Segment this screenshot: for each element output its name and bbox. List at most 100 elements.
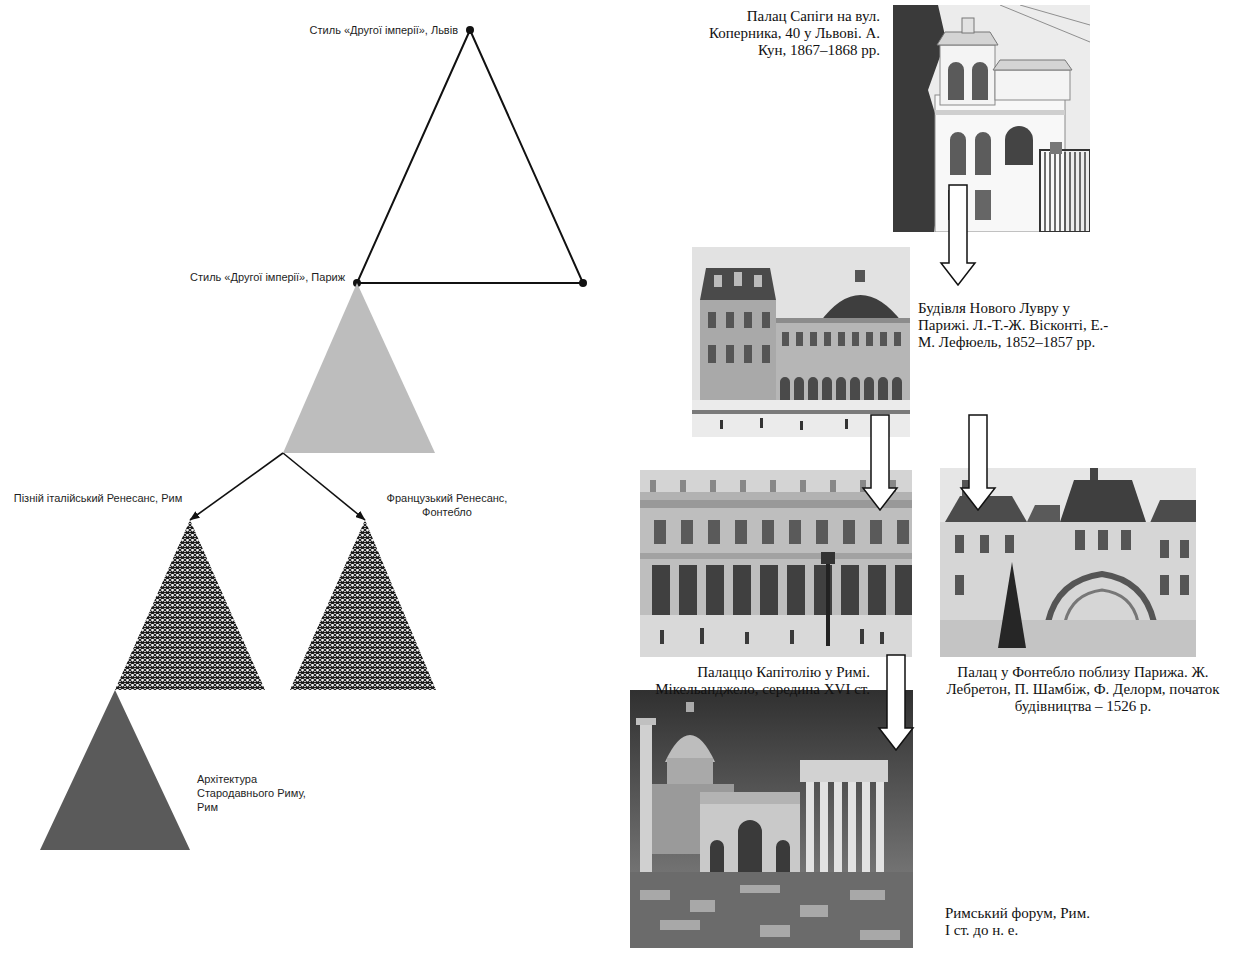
fontainebleau-photo <box>998 562 1026 648</box>
roman-forum-photo <box>700 792 800 804</box>
photo-frame: Палаццо Капітолію у Римі. Мікельанджело,… <box>640 470 912 657</box>
vertex-dot <box>466 26 474 34</box>
louvre-photo <box>855 270 865 282</box>
arrow-line <box>283 453 365 520</box>
sapieha-palace-photo <box>995 70 1070 100</box>
louvre-photo <box>708 312 770 363</box>
louvre-photo <box>780 377 902 400</box>
capitol-photo <box>652 565 912 615</box>
triangle-outline <box>357 30 583 283</box>
capitol-photo <box>640 553 912 559</box>
fontainebleau-photo <box>1027 505 1060 522</box>
roman-forum-photo <box>630 690 913 948</box>
block-arrow <box>879 655 913 750</box>
triangle-outline <box>40 690 190 850</box>
sapieha-palace-photo <box>993 60 1072 70</box>
style-triangle: Пізній італійський Ренесанс, Рим <box>115 520 265 690</box>
capitol-photo <box>826 560 830 646</box>
sapieha-palace-photo <box>893 5 1090 232</box>
roman-forum-photo <box>640 724 652 894</box>
triangle-shape <box>115 520 265 690</box>
style-triangle: Архітектура Стародавнього Риму, Рим <box>40 690 190 850</box>
triangle-outline <box>115 520 265 690</box>
triangle-shape <box>357 30 583 283</box>
photo-caption: Будівля Нового Лувру у Парижі. Л.-Т.-Ж. … <box>918 300 1118 351</box>
sapieha-palace-photo <box>935 110 1065 115</box>
capitol-photo <box>640 508 912 615</box>
roman-forum-photo <box>710 820 790 872</box>
style-triangle: Стиль «Другої імперії», Львів <box>357 30 583 283</box>
sapieha-palace-photo <box>1005 126 1033 165</box>
roman-forum-photo <box>640 885 900 940</box>
sapieha-palace-photo <box>950 132 991 175</box>
style-label: Французький Ренесанс, Фонтебло <box>377 491 517 519</box>
triangle-outline <box>283 283 435 453</box>
photo-frame: Будівля Нового Лувру у Парижі. Л.-Т.-Ж. … <box>692 247 910 437</box>
photo-caption: Палац у Фонтебло поблизу Парижа. Ж. Лебр… <box>928 664 1238 715</box>
fontainebleau-photo <box>940 620 1196 657</box>
triangle-shape <box>283 283 435 453</box>
louvre-photo <box>692 247 910 437</box>
style-label: Стиль «Другої імперії», Париж <box>190 270 345 284</box>
sapieha-palace-photo <box>962 18 974 33</box>
capitol-photo <box>650 480 896 492</box>
block-arrow <box>941 185 975 285</box>
louvre-photo <box>820 295 902 322</box>
louvre-photo <box>734 272 742 286</box>
sapieha-palace-photo <box>948 62 988 100</box>
capitol-photo <box>821 552 835 564</box>
sapieha-palace-photo <box>975 190 991 220</box>
sapieha-palace-photo <box>940 45 995 105</box>
roman-forum-photo <box>806 782 884 880</box>
photo-caption: Палац Сапіги на вул. Коперника, 40 у Льв… <box>705 8 880 59</box>
roman-forum-photo <box>686 702 694 712</box>
sapieha-palace-photo <box>1040 150 1090 232</box>
photo-caption: Римський форум, Рим. I ст. до н. е. <box>945 905 1095 939</box>
sapieha-palace-photo <box>1000 5 1090 42</box>
capitol-photo <box>640 500 912 508</box>
roman-forum-photo <box>636 718 656 725</box>
vertex-dot <box>579 279 587 287</box>
style-label: Архітектура Стародавнього Риму, Рим <box>197 772 322 814</box>
louvre-photo <box>714 275 722 287</box>
sapieha-palace-photo <box>937 32 998 45</box>
block-arrow <box>961 415 995 510</box>
roman-forum-photo <box>630 872 913 948</box>
photo-frame: Палац у Фонтебло поблизу Парижа. Ж. Лебр… <box>940 468 1196 657</box>
style-triangle: Французький Ренесанс, Фонтебло <box>290 520 436 690</box>
louvre-photo <box>700 300 776 400</box>
fontainebleau-photo <box>1060 480 1146 522</box>
sapieha-palace-photo <box>1050 142 1062 154</box>
style-label: Пізній італійський Ренесанс, Рим <box>9 491 187 505</box>
block-arrow <box>863 415 897 510</box>
capitol-photo <box>660 628 884 644</box>
photo-frame: Римський форум, Рим. I ст. до н. е. <box>630 690 913 948</box>
sapieha-palace-photo <box>893 5 1090 232</box>
style-triangle: Стиль «Другої імперії», Париж <box>283 283 435 453</box>
triangle-shape <box>40 690 190 850</box>
louvre-photo <box>700 268 776 300</box>
sapieha-palace-photo <box>1045 152 1085 232</box>
capitol-photo <box>654 520 909 544</box>
roman-forum-photo <box>667 758 713 786</box>
style-label: Стиль «Другої імперії», Львів <box>310 23 458 37</box>
photo-frame: Палац Сапіги на вул. Коперника, 40 у Льв… <box>893 5 1090 232</box>
fontainebleau-photo <box>1065 590 1138 622</box>
arrow-line <box>190 453 283 520</box>
louvre-photo <box>754 275 762 287</box>
louvre-photo <box>692 247 910 437</box>
roman-forum-photo <box>800 760 888 782</box>
louvre-photo <box>776 318 910 323</box>
capitol-photo <box>640 615 912 657</box>
roman-forum-photo <box>630 690 913 948</box>
louvre-photo <box>720 418 883 430</box>
fontainebleau-photo <box>940 522 1196 620</box>
triangle-shape <box>290 520 436 690</box>
triangle-outline <box>290 520 436 690</box>
fontainebleau-photo <box>1048 574 1154 622</box>
louvre-photo <box>776 320 910 400</box>
roman-forum-photo <box>700 792 800 872</box>
